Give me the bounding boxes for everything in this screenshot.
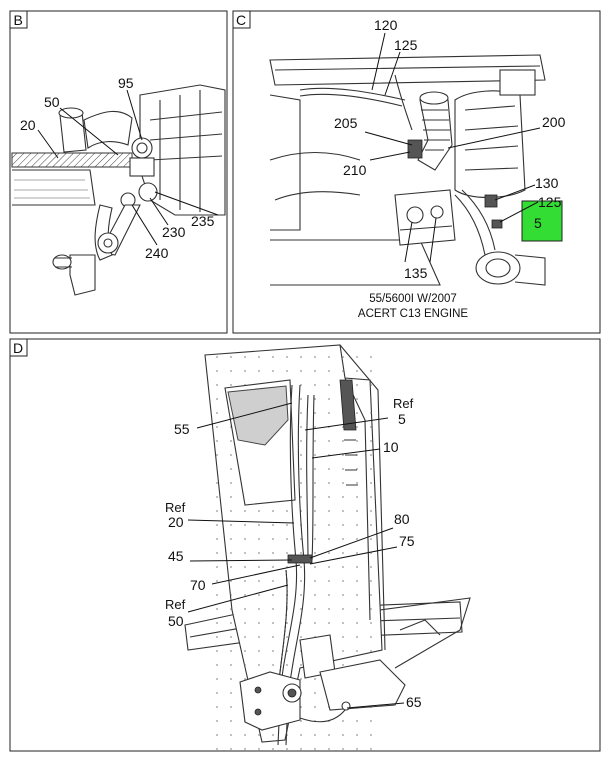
panel-c: C: [232, 10, 601, 334]
callout-210: 210: [343, 162, 367, 178]
callout-240: 240: [145, 245, 169, 261]
callout-ref-5-number: 5: [398, 411, 406, 427]
callout-80: 80: [394, 511, 410, 527]
callout-65: 65: [406, 694, 422, 710]
callout-200: 200: [542, 114, 566, 130]
callout-50: 50: [44, 94, 60, 110]
callout-20: 20: [20, 117, 36, 133]
engine-note-line-2: ACERT C13 ENGINE: [358, 308, 468, 320]
callout-125-right: 125: [538, 194, 562, 210]
panel-b-label: B: [14, 12, 23, 28]
callout-5: 5: [534, 215, 542, 231]
highlight-box-5[interactable]: [521, 200, 563, 242]
callout-130: 130: [535, 175, 559, 191]
panel-d-label: D: [13, 340, 23, 356]
callout-55: 55: [174, 421, 190, 437]
callout-235: 235: [191, 213, 215, 229]
panel-d-artwork: [184, 344, 471, 750]
callout-ref-20-word: Ref: [165, 500, 186, 515]
callout-120: 120: [374, 17, 398, 33]
panel-b: B: [9, 10, 228, 334]
callout-ref-20-number: 20: [168, 514, 184, 530]
callout-230: 230: [162, 224, 186, 240]
panel-c-label: C: [236, 12, 246, 28]
callout-135: 135: [404, 265, 428, 281]
callout-10: 10: [383, 439, 399, 455]
panel-d: D: [9, 338, 601, 752]
panel-b-artwork: [11, 84, 226, 296]
engine-note-line-1: 55/5600I W/2007: [369, 293, 457, 305]
callout-125-top: 125: [394, 37, 418, 53]
callout-70: 70: [190, 577, 206, 593]
callout-ref-50-word: Ref: [165, 597, 186, 612]
callout-95: 95: [118, 75, 134, 91]
callout-75: 75: [399, 533, 415, 549]
callout-ref-5-word: Ref: [393, 396, 414, 411]
callout-205: 205: [334, 115, 358, 131]
callout-45: 45: [168, 548, 184, 564]
callout-ref-50-number: 50: [168, 613, 184, 629]
